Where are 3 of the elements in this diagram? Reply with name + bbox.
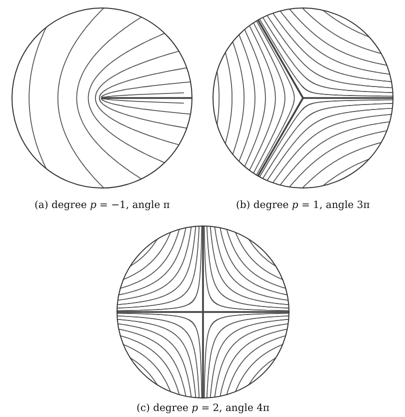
figure-caption: (c) degree p = 2, angle 4π xyxy=(136,402,270,414)
figure-caption: (a) degree p = −1, angle π xyxy=(34,200,170,210)
figure-caption: (b) degree p = 1, angle 3π xyxy=(236,200,370,210)
